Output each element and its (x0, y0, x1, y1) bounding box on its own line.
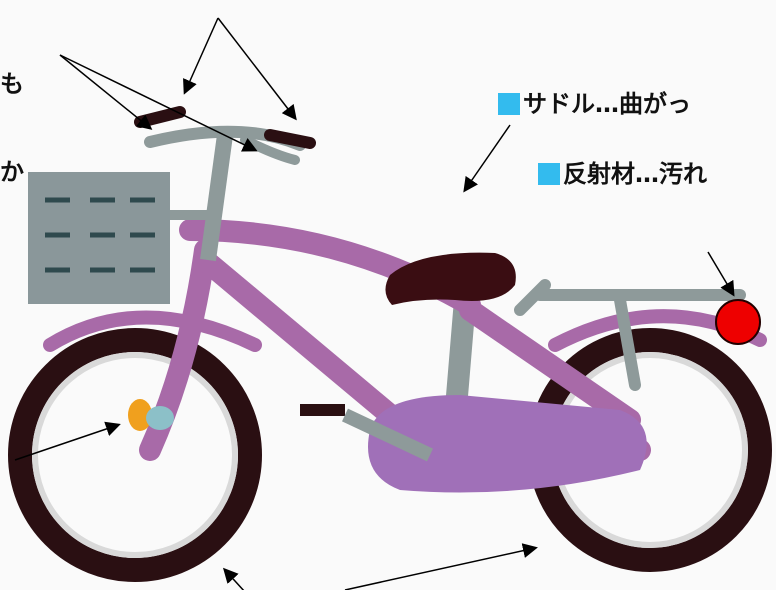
saddle-label: サドル…曲がっ (523, 90, 691, 118)
right-grip (264, 129, 316, 149)
crank (342, 408, 433, 462)
front-fender (43, 310, 262, 352)
reflector-label: 反射材…汚れ (563, 160, 707, 188)
headlight (128, 399, 174, 431)
front-wheel (8, 328, 262, 582)
marker-square (498, 93, 520, 115)
saddle-annotation: サドル…曲がっ (498, 92, 691, 116)
rear-rack (514, 279, 746, 391)
reflector (715, 299, 761, 345)
left-top-label: も (0, 70, 24, 98)
annotation-arrows (14, 17, 735, 590)
stem (200, 133, 233, 262)
left-mid-label: か (0, 158, 24, 186)
marker-square (538, 163, 560, 185)
saddle (385, 252, 516, 305)
basket (28, 172, 210, 304)
reflector-annotation: 反射材…汚れ (538, 162, 707, 186)
left-grip (134, 106, 186, 128)
chain-guard (368, 395, 647, 493)
